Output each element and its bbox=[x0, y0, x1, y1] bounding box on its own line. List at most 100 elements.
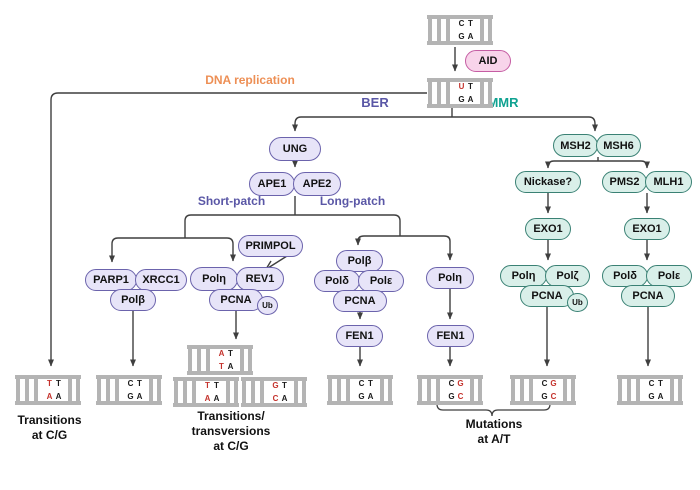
base-letter: C bbox=[448, 378, 455, 388]
label-mmr: MMR bbox=[487, 95, 519, 110]
base-letter: A bbox=[55, 391, 62, 401]
dna-ladder-shortpatch-mut2: T T A A bbox=[173, 377, 239, 407]
base-letter: G bbox=[541, 391, 548, 401]
dna-ladder-longpatch-mut: C G G C bbox=[417, 375, 483, 405]
base-letter: A bbox=[467, 94, 474, 104]
node-mlh1: MLH1 bbox=[645, 171, 692, 193]
base-pairs: T T A A bbox=[45, 377, 63, 403]
base-letter: T bbox=[219, 361, 224, 371]
base-letter: A bbox=[657, 391, 664, 401]
outcome-line: at C/G bbox=[31, 428, 68, 442]
node-fen1-right: FEN1 bbox=[427, 325, 474, 347]
node-ung: UNG bbox=[269, 137, 321, 161]
node-exo1-right: EXO1 bbox=[624, 218, 670, 240]
node-polepsilon-longpatch: Polε bbox=[358, 270, 404, 292]
base-pairs: T T A A bbox=[203, 379, 221, 405]
base-letter: G bbox=[127, 391, 134, 401]
node-pcna-mmr-right: PCNA bbox=[621, 285, 675, 307]
node-poleta-mmr: Polη bbox=[500, 265, 547, 287]
node-xrcc1: XRCC1 bbox=[135, 269, 187, 291]
base-letter: T bbox=[282, 380, 287, 390]
node-polepsilon-mmr: Polε bbox=[646, 265, 692, 287]
node-pcna-mmr-left: PCNA bbox=[520, 285, 574, 307]
node-polbeta-shortpatch: Polβ bbox=[110, 289, 156, 311]
base-letter: C bbox=[648, 378, 655, 388]
base-letter: A bbox=[213, 393, 220, 403]
node-polbeta-longpatch: Polβ bbox=[336, 250, 383, 272]
node-pcna-shortpatch: PCNA bbox=[209, 289, 263, 311]
outcome-line: Transitions/ bbox=[197, 409, 265, 423]
outcome-line: at C/G bbox=[213, 439, 249, 453]
base-letter: G bbox=[648, 391, 655, 401]
node-ub-shortpatch: Ub bbox=[257, 296, 278, 315]
base-letter: T bbox=[228, 348, 233, 358]
base-pairs: A T T A bbox=[217, 347, 235, 373]
outcome-line: Mutations bbox=[465, 417, 523, 431]
base-letter: A bbox=[227, 361, 234, 371]
base-letter: G bbox=[458, 31, 465, 41]
node-ape1: APE1 bbox=[249, 172, 295, 196]
node-ub-mmr: Ub bbox=[567, 293, 588, 312]
base-letter: G bbox=[457, 378, 464, 388]
base-letter: G bbox=[272, 380, 279, 390]
outcome-mutations-at: Mutations at A/T bbox=[434, 417, 554, 447]
base-letter: G bbox=[458, 94, 465, 104]
node-aid: AID bbox=[465, 50, 511, 72]
base-pairs: C G G C bbox=[447, 377, 465, 403]
base-letter: C bbox=[458, 18, 465, 28]
node-primpol: PRIMPOL bbox=[238, 235, 303, 257]
base-letter: A bbox=[281, 393, 288, 403]
base-letter: C bbox=[457, 391, 464, 401]
base-letter: G bbox=[448, 391, 455, 401]
base-letter: C bbox=[550, 391, 557, 401]
node-poldelta-mmr: Polδ bbox=[602, 265, 648, 287]
outcome-line: at A/T bbox=[477, 432, 511, 446]
base-letter: A bbox=[367, 391, 374, 401]
base-letter: T bbox=[658, 378, 663, 388]
dna-ladder-shortpatch-mut1: A T T A bbox=[187, 345, 253, 375]
dna-ladder-replication-outcome: T T A A bbox=[15, 375, 81, 405]
dna-ladder-deaminated: U T G A bbox=[427, 78, 493, 108]
dna-ladder-mmr-mut: C G G C bbox=[510, 375, 576, 405]
node-polzeta-mmr: Polζ bbox=[545, 265, 590, 287]
base-pairs: C T G A bbox=[126, 377, 144, 403]
node-poleta-shortpatch: Polη bbox=[190, 267, 238, 291]
node-parp1: PARP1 bbox=[85, 269, 137, 291]
node-exo1-left: EXO1 bbox=[525, 218, 571, 240]
node-pms2: PMS2 bbox=[602, 171, 647, 193]
node-ape2: APE2 bbox=[293, 172, 341, 196]
base-letter: C bbox=[541, 378, 548, 388]
brace-mutations-at bbox=[436, 403, 551, 417]
base-letter: T bbox=[56, 378, 61, 388]
node-fen1-left: FEN1 bbox=[336, 325, 383, 347]
base-pairs: U T G A bbox=[457, 80, 475, 106]
outcome-line: Transitions bbox=[17, 413, 82, 427]
base-letter: T bbox=[214, 380, 219, 390]
base-letter: C bbox=[358, 378, 365, 388]
base-pairs: C G G C bbox=[540, 377, 558, 403]
base-letter: T bbox=[137, 378, 142, 388]
base-letter: G bbox=[550, 378, 557, 388]
dna-ladder-shortpatch-faithful: C T G A bbox=[96, 375, 162, 405]
node-nickase: Nickase? bbox=[515, 171, 581, 193]
label-ber: BER bbox=[361, 95, 389, 110]
base-pairs: C T G A bbox=[357, 377, 375, 403]
base-letter: A bbox=[204, 393, 211, 403]
label-long-patch: Long-patch bbox=[319, 194, 386, 208]
base-letter: T bbox=[205, 380, 210, 390]
node-msh2: MSH2 bbox=[553, 134, 598, 157]
outcome-line: transversions bbox=[191, 424, 271, 438]
node-rev1: REV1 bbox=[236, 267, 284, 291]
base-letter: T bbox=[468, 81, 473, 91]
label-short-patch: Short-patch bbox=[197, 194, 266, 208]
base-letter: A bbox=[467, 31, 474, 41]
base-letter: U bbox=[458, 81, 465, 91]
base-letter: T bbox=[47, 378, 52, 388]
base-pairs: C T G A bbox=[457, 17, 475, 43]
node-poldelta-longpatch: Polδ bbox=[314, 270, 360, 292]
node-poleta-longpatch: Polη bbox=[426, 267, 474, 289]
dna-ladder-longpatch-faithful: C T G A bbox=[327, 375, 393, 405]
node-pcna-longpatch: PCNA bbox=[333, 290, 387, 312]
